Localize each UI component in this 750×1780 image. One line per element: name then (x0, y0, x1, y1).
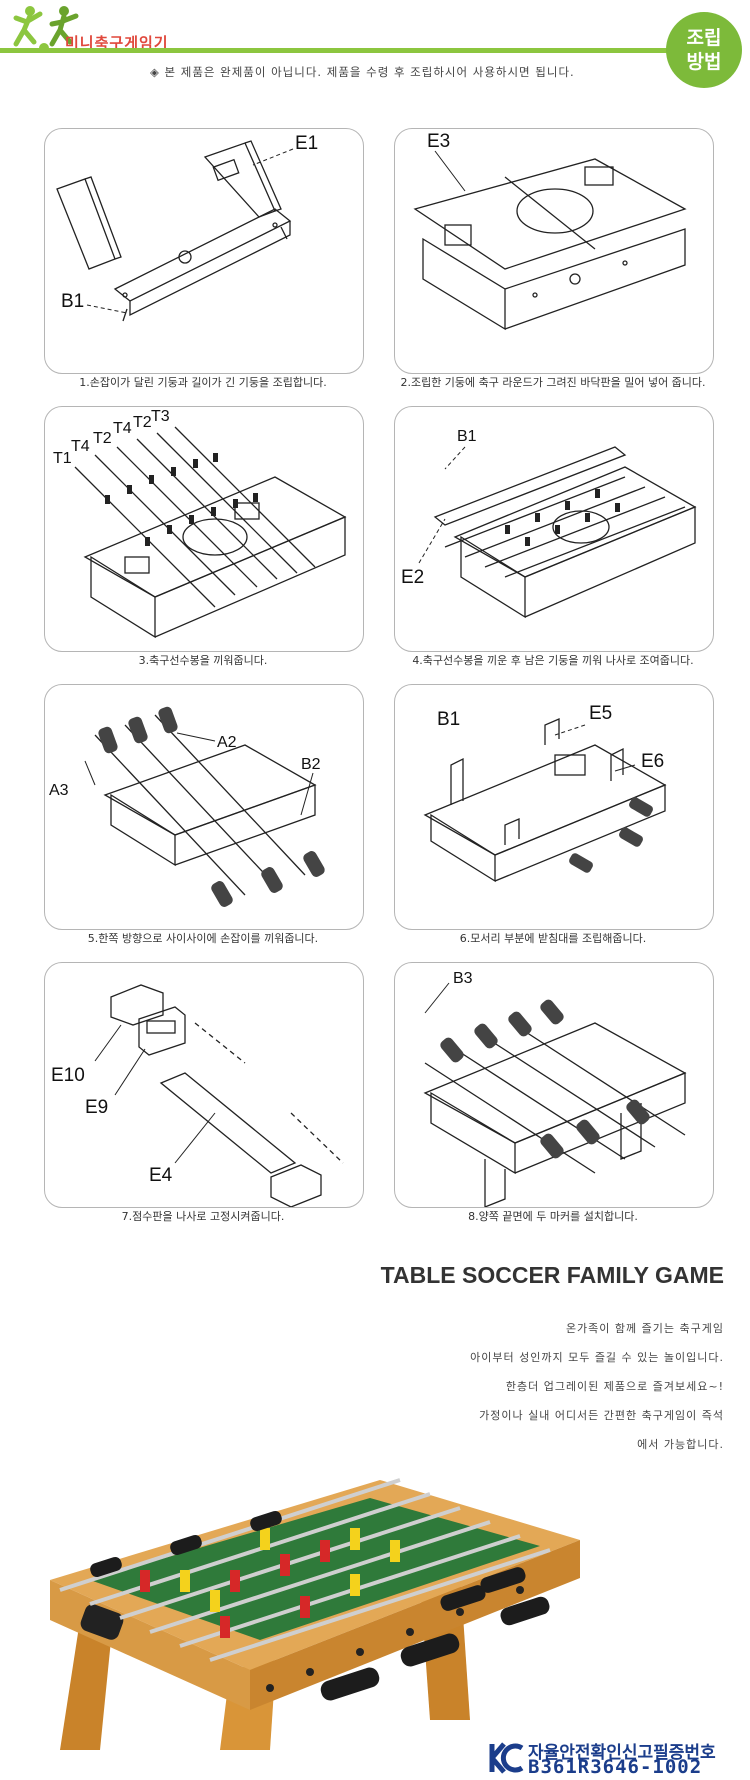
label-A3: A3 (49, 782, 69, 799)
promo-line-3: 한층더 업그레이된 제품으로 즐겨보세요~! (505, 1380, 724, 1393)
step-5-caption: 5.한쪽 방향으로 사이사이에 손잡이를 끼워줍니다. (87, 932, 319, 945)
soccer-players-logo-icon (13, 6, 79, 53)
label-E3: E3 (427, 131, 450, 152)
header-divider (0, 48, 690, 53)
label-E2: E2 (401, 567, 424, 588)
label-B1: B1 (457, 428, 477, 445)
label-T1: T1 (53, 450, 72, 467)
promo-line-1: 온가족이 함께 즐기는 축구게임 (565, 1322, 724, 1335)
label-A2: A2 (217, 734, 237, 751)
label-B1: B1 (61, 291, 84, 312)
promo-line-4: 가정이나 실내 어디서든 간편한 축구게임이 즉석 (479, 1409, 724, 1422)
step-5-diagram: A2 A3 B2 (44, 684, 364, 930)
label-E9: E9 (85, 1097, 108, 1118)
step-6-diagram: B1 E5 E6 (394, 684, 714, 930)
label-T2-a: T2 (93, 430, 112, 447)
kc-mark-icon (489, 1742, 524, 1774)
label-E6: E6 (641, 751, 664, 772)
step-4-caption: 4.축구선수봉을 끼운 후 남은 기둥을 끼워 나사로 조여줍니다. (412, 654, 694, 667)
badge-line2: 방법 (686, 51, 722, 73)
brand-name: 미니축구게임기 (65, 34, 169, 52)
label-B2: B2 (301, 756, 321, 773)
step-1-caption: 1.손잡이가 달린 기둥과 길이가 긴 기둥을 조립합니다. (79, 376, 327, 389)
promo-title: TABLE SOCCER FAMILY GAME (380, 1262, 724, 1288)
label-B3: B3 (453, 970, 473, 987)
label-E5: E5 (589, 703, 612, 724)
label-T4-b: T4 (113, 420, 132, 437)
label-E4: E4 (149, 1165, 173, 1186)
assembly-notice: ◈ 본 제품은 완제품이 아닙니다. 제품을 수령 후 조립하시어 사용하시면 … (150, 65, 575, 79)
step-2-caption: 2.조립한 기둥에 축구 라운드가 그려진 바닥판을 밀어 넣어 줍니다. (400, 376, 706, 389)
promo-line-2: 아이부터 성인까지 모두 즐길 수 있는 놀이입니다. (470, 1351, 724, 1364)
badge-line1: 조립 (686, 27, 722, 49)
kc-title: 자율안전확인신고필증번호 (528, 1743, 716, 1763)
label-B1: B1 (437, 709, 460, 730)
kc-number: B361R3646-1002 (528, 1756, 703, 1778)
foosball-table-photo (50, 1478, 580, 1750)
step-6-caption: 6.모서리 부분에 받침대를 조립해줍니다. (459, 932, 647, 945)
promo-line-5: 에서 가능합니다. (637, 1438, 724, 1451)
step-7-caption: 7.점수판을 나사로 고정시켜줍니다. (121, 1210, 285, 1223)
kc-certification: 자율안전확인신고필증번호 B361R3646-1002 (488, 1740, 746, 1778)
step-3-caption: 3.축구선수봉을 끼워줍니다. (138, 654, 268, 667)
step-3-diagram: T1 T4 T2 T4 T2 T3 (44, 406, 364, 652)
label-E10: E10 (51, 1065, 85, 1086)
label-T3: T3 (151, 408, 170, 425)
label-E1: E1 (295, 133, 318, 154)
assembly-badge: 조립 방법 (666, 12, 742, 88)
label-T2-b: T2 (133, 414, 152, 431)
step-4-diagram: B1 E2 (394, 406, 714, 652)
step-1-diagram: E1 B1 (44, 128, 364, 374)
step-8-caption: 8.양쪽 끝면에 두 마커를 설치합니다. (468, 1210, 638, 1223)
step-7-diagram: E10 E9 E4 (44, 962, 364, 1208)
step-8-diagram: B3 (394, 962, 714, 1208)
label-T4-a: T4 (71, 438, 90, 455)
step-2-diagram: E3 (394, 128, 714, 374)
